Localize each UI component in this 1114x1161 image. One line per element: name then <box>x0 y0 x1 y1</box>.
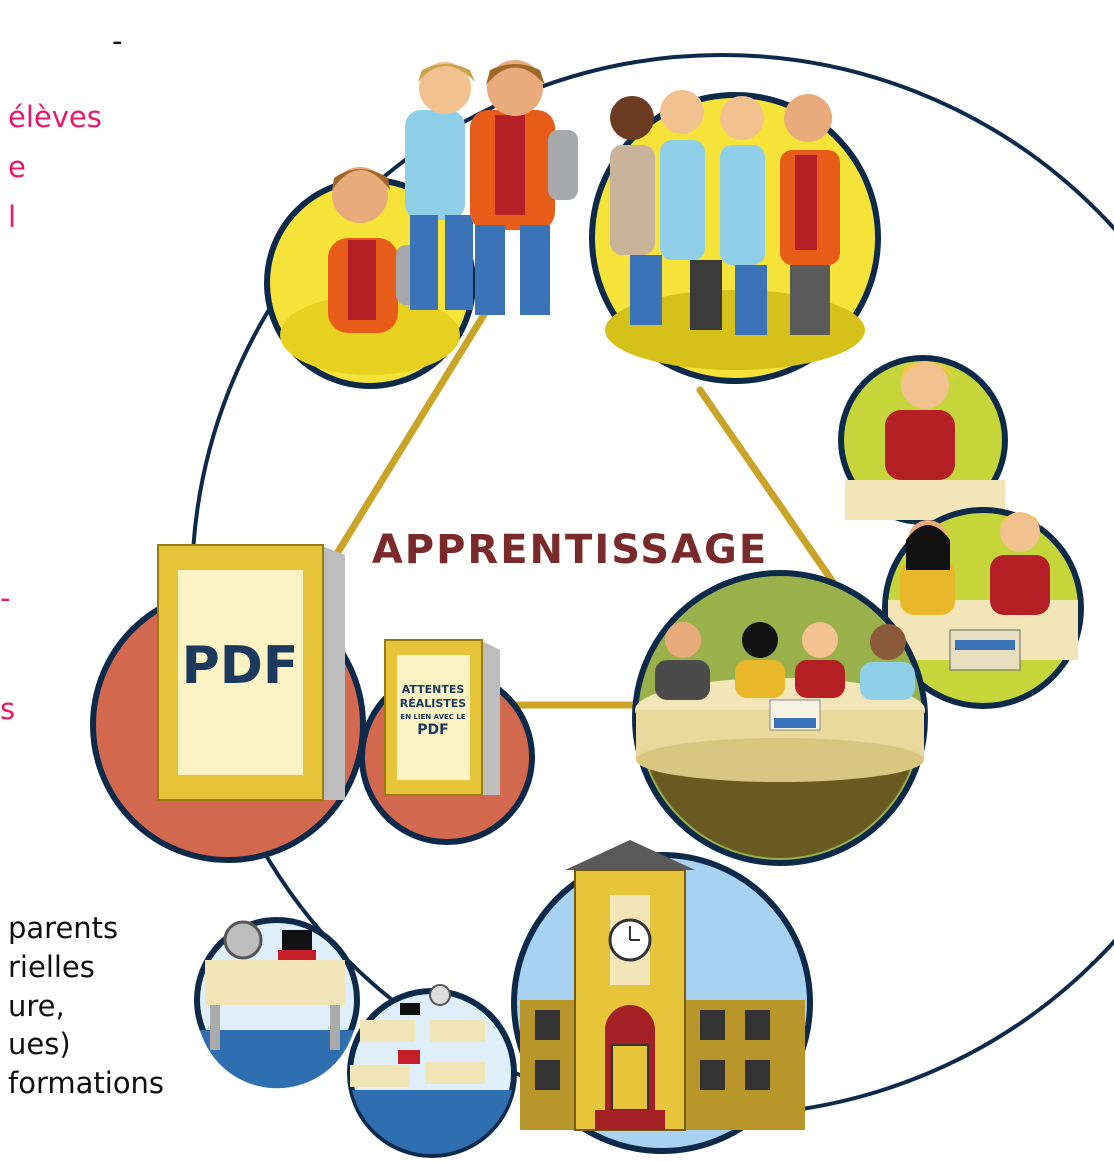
center-title: APPRENTISSAGE <box>372 527 768 573</box>
dark-text-line-3: ure, <box>8 989 65 1023</box>
meeting-table-icon <box>632 570 928 866</box>
pink-text-line-2: e <box>8 150 26 184</box>
triangle-connectors <box>326 296 839 709</box>
pink-text-line-1: élèves <box>8 100 102 134</box>
dark-text-line-5: formations <box>8 1066 165 1100</box>
small-book-line-4: PDF <box>417 722 448 738</box>
small-book-line-2: RÉALISTES <box>400 697 467 710</box>
dark-text-line-2: rielles <box>8 950 95 984</box>
teachers-icon <box>838 355 1084 709</box>
school-building-icon <box>511 840 813 1154</box>
students-group-icon <box>264 60 881 389</box>
pink-text-line-3: l <box>8 200 17 234</box>
dark-text-line-4: ues) <box>8 1027 71 1061</box>
small-book-line-1: ATTENTES <box>402 683 465 696</box>
pink-dash: - <box>0 581 11 615</box>
dark-text-line-1: parents <box>8 911 119 945</box>
top-dash: - <box>112 24 123 58</box>
pink-s: s <box>0 692 16 726</box>
classroom-icon <box>194 917 517 1158</box>
small-book-line-3: EN LIEN AVEC LE <box>400 713 465 721</box>
big-book-label: PDF <box>182 636 299 696</box>
books-icon: PDF ATTENTES RÉALISTES EN LIEN AVEC LE P… <box>90 544 535 863</box>
